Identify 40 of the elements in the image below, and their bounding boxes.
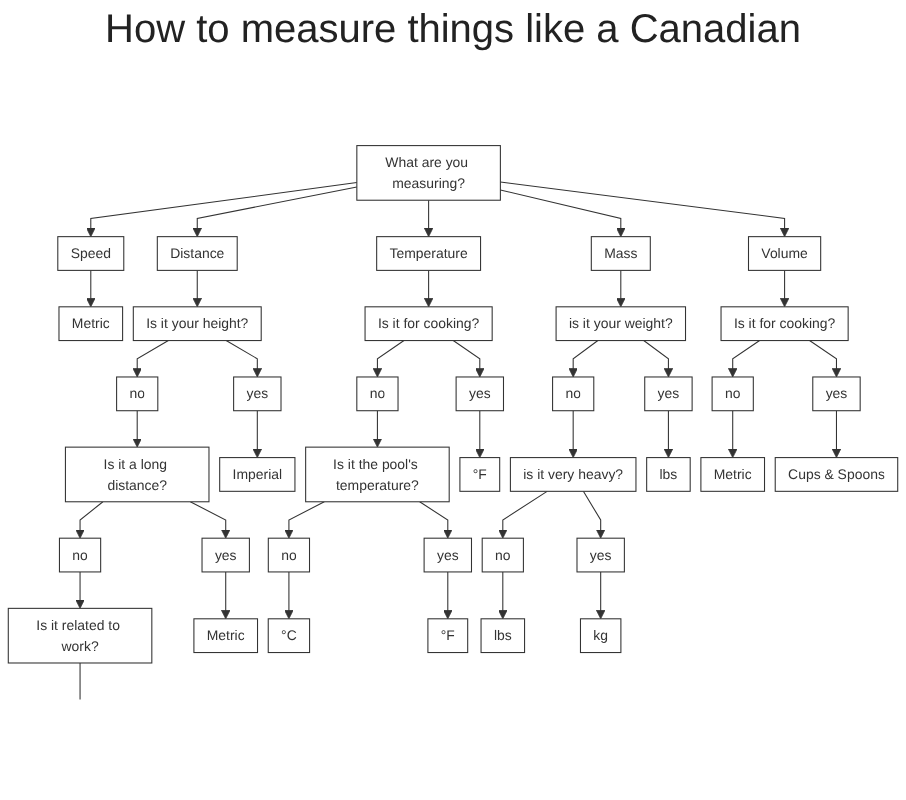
- arrow: [423, 269, 434, 308]
- arrow: [779, 269, 790, 308]
- arrow: [75, 501, 104, 539]
- arrow: [728, 340, 761, 378]
- arrow: [372, 410, 383, 448]
- arrow: [831, 410, 842, 458]
- arrow: [192, 186, 358, 238]
- arrow: [616, 269, 626, 308]
- arrow: [221, 571, 231, 620]
- arrow: [568, 410, 578, 458]
- arrow: [225, 340, 263, 378]
- arrow: [475, 410, 485, 458]
- arrow: [192, 269, 202, 308]
- arrow: [499, 189, 626, 238]
- arrow: [189, 501, 231, 539]
- arrow: [443, 571, 453, 620]
- arrow: [498, 490, 548, 539]
- arrow: [663, 410, 674, 458]
- arrow: [86, 269, 96, 308]
- title: How to measure things like a Canadian: [103, 8, 803, 54]
- arrow: [372, 340, 405, 378]
- arrow: [582, 490, 606, 539]
- arrow: [284, 571, 294, 620]
- arrow: [423, 199, 434, 238]
- arrow: [284, 501, 325, 539]
- arrow: [809, 340, 842, 378]
- arrow: [568, 340, 599, 378]
- arrow: [452, 340, 485, 378]
- arrow: [132, 340, 169, 378]
- arrow: [75, 571, 85, 609]
- arrow: [86, 182, 358, 238]
- arrow: [595, 571, 606, 620]
- arrow: [728, 410, 738, 458]
- arrow: [498, 571, 508, 620]
- arrow: [499, 181, 790, 238]
- arrow: [643, 340, 674, 378]
- arrow: [132, 410, 142, 448]
- arrow: [252, 410, 263, 458]
- arrow: [419, 501, 453, 539]
- connector: [79, 662, 81, 700]
